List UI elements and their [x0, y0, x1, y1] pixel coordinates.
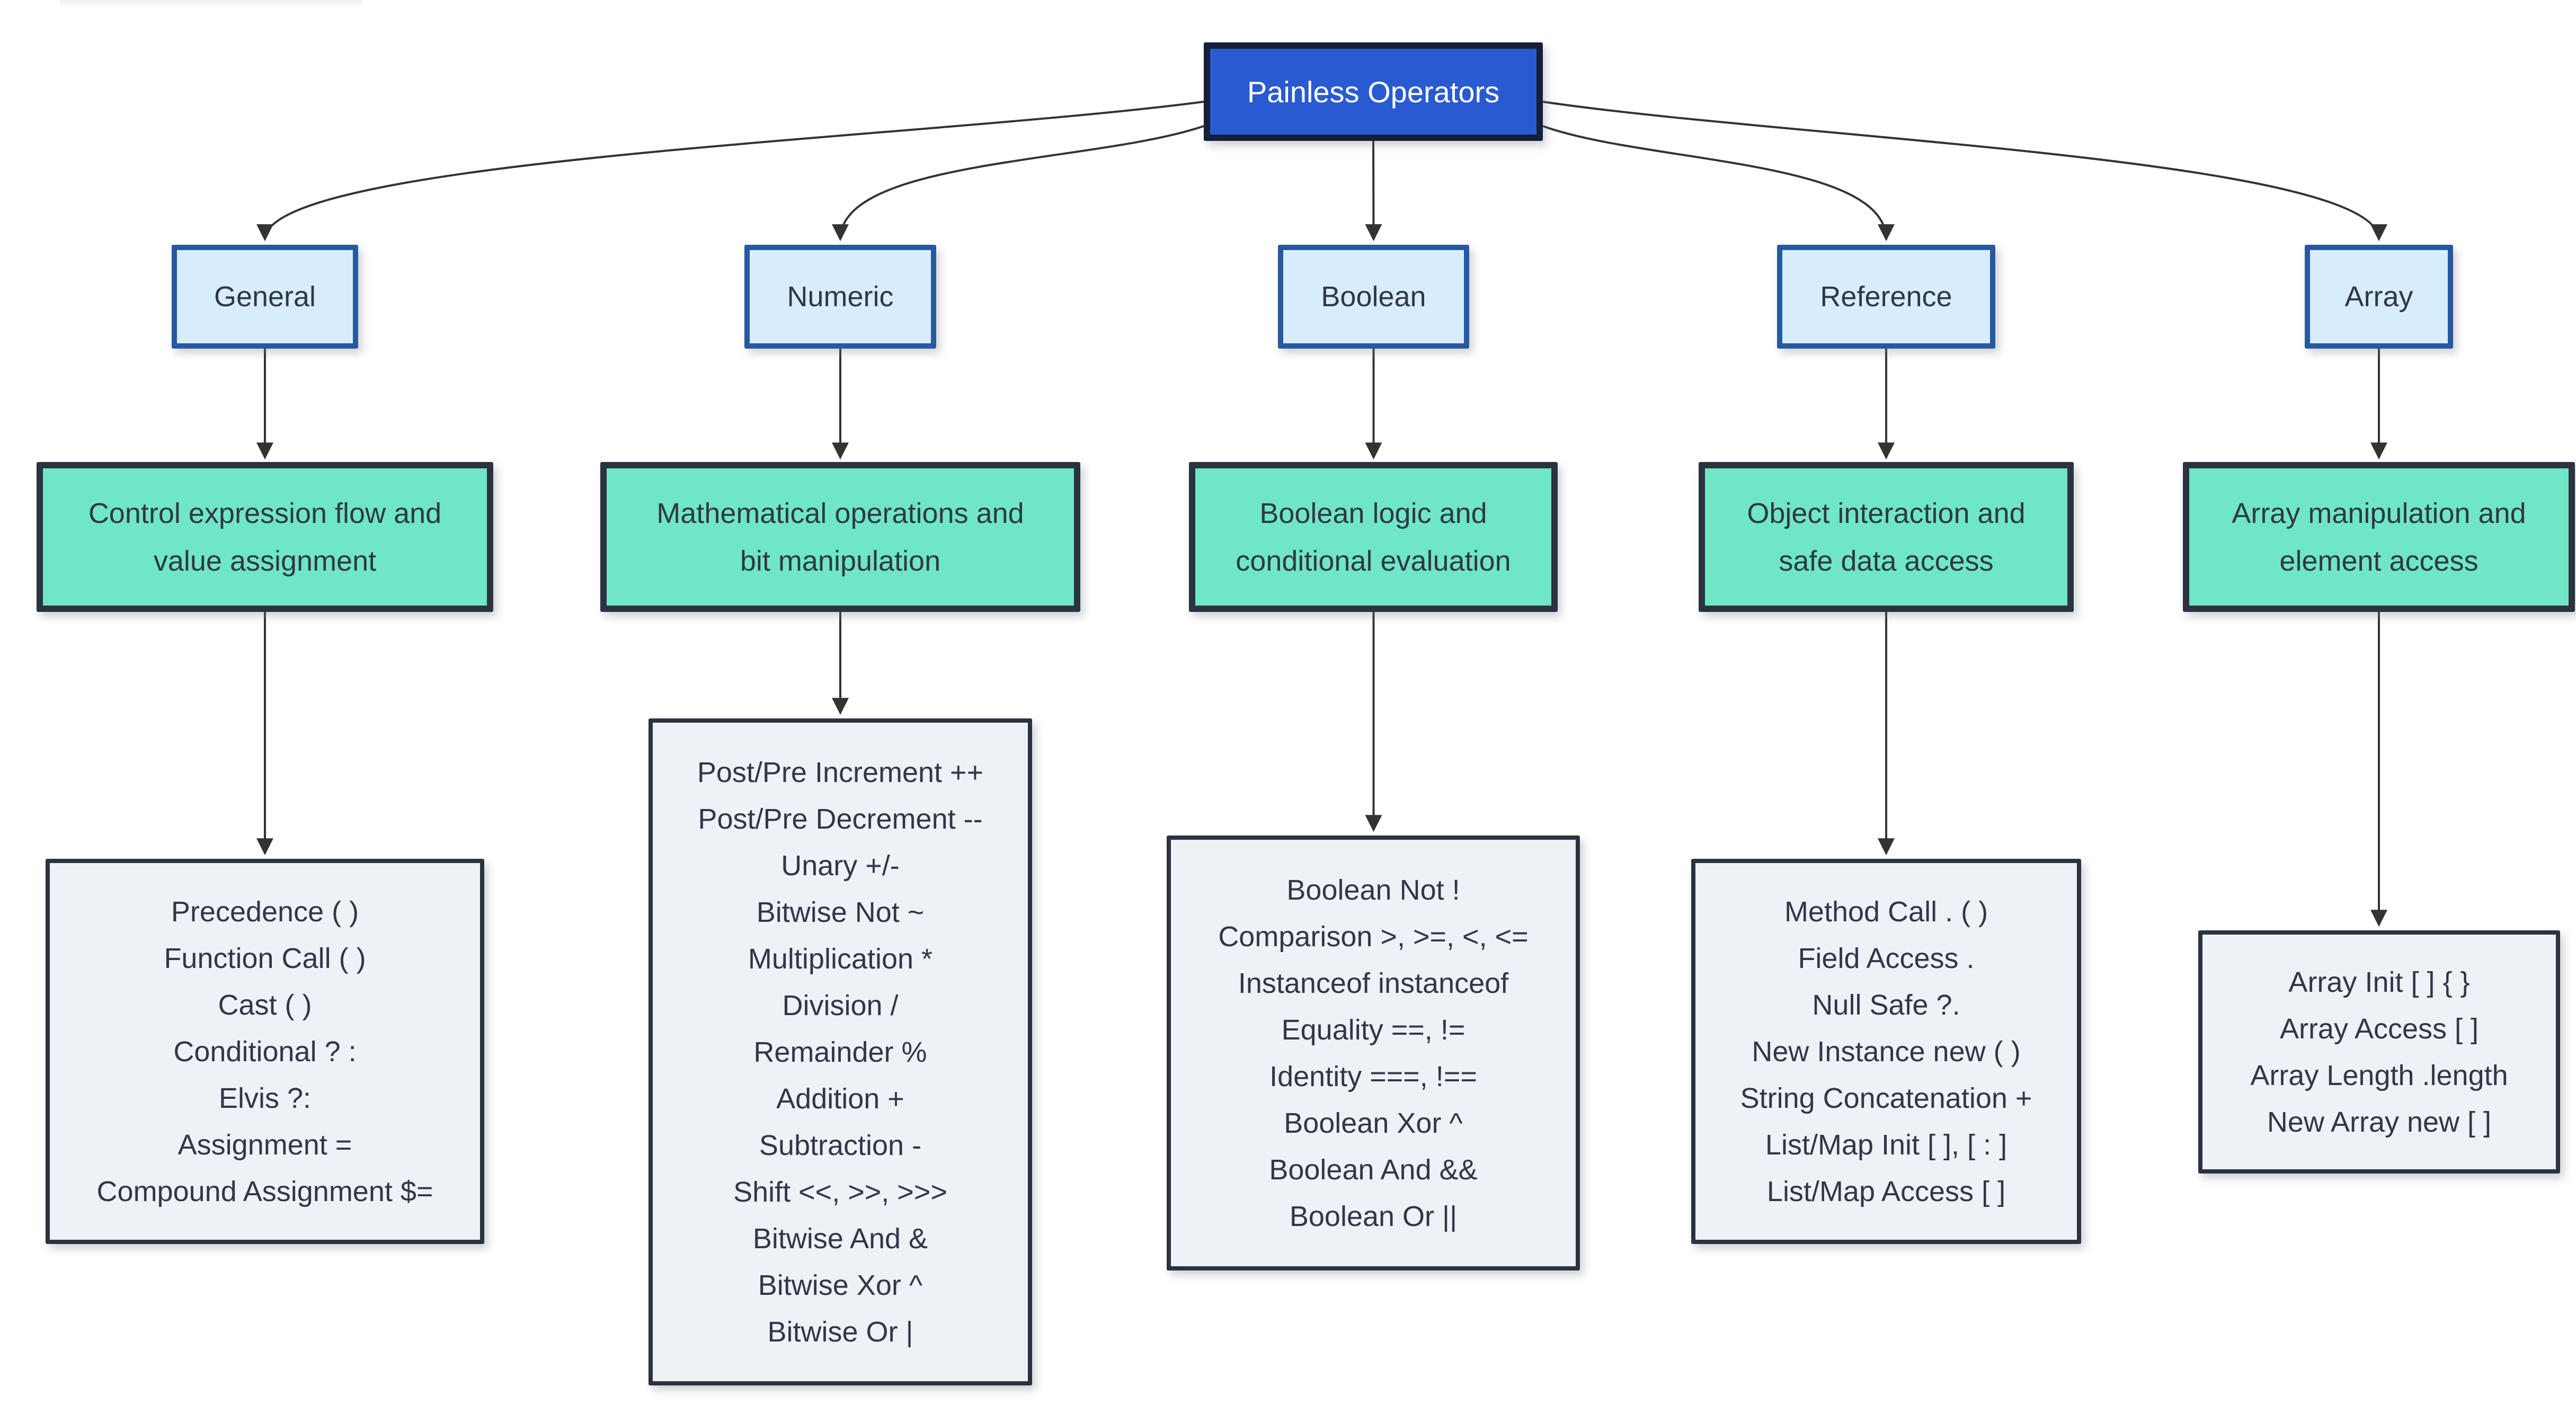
operator-line: Multiplication *	[748, 943, 933, 975]
cropped-toolbar-shadow	[59, 0, 362, 6]
operator-line: String Concatenation +	[1740, 1082, 2032, 1114]
operators-node: Array Init [ ] { } Array Access [ ] Array …	[2198, 930, 2560, 1174]
operator-line: Comparison >, >=, <, <=	[1218, 920, 1529, 953]
operator-line: Field Access .	[1798, 942, 1975, 974]
operator-line: Assignment =	[177, 1128, 352, 1161]
operators-node: Post/Pre Increment ++ Post/Pre Decrement …	[649, 718, 1032, 1385]
summary-line: element access	[2279, 545, 2479, 577]
operator-line: Instanceof instanceof	[1238, 967, 1509, 999]
category-node: Array	[2305, 245, 2453, 349]
summary-line: bit manipulation	[740, 545, 941, 577]
operator-line: Remainder %	[753, 1036, 927, 1068]
edge-arrow	[1542, 125, 1895, 242]
category-label: Boolean	[1321, 281, 1426, 313]
category-label: Array	[2344, 281, 2413, 313]
edge-arrow	[256, 101, 1204, 242]
summary-line: Object interaction and	[1747, 497, 2026, 529]
summary-line: Mathematical operations and	[656, 497, 1024, 529]
operator-line: Function Call ( )	[164, 942, 366, 974]
operator-line: New Instance new ( )	[1752, 1035, 2021, 1068]
operator-line: Equality ==, !=	[1281, 1014, 1465, 1046]
operator-line: Bitwise Xor ^	[758, 1269, 923, 1301]
summary-line: Array manipulation and	[2232, 497, 2526, 529]
operator-line: Conditional ? :	[173, 1035, 357, 1068]
operator-line: Array Length .length	[2250, 1059, 2508, 1091]
operator-line: Unary +/-	[781, 849, 900, 882]
operator-line: Identity ===, !==	[1269, 1060, 1477, 1092]
operator-line: Boolean Or ||	[1289, 1200, 1458, 1232]
operator-line: Bitwise Or |	[767, 1316, 913, 1348]
operator-line: List/Map Access [ ]	[1766, 1175, 2006, 1207]
operator-line: Boolean And &&	[1269, 1153, 1478, 1186]
operator-line: Elvis ?:	[218, 1082, 312, 1114]
operator-line: Bitwise And &	[752, 1222, 928, 1255]
category-node: Reference	[1777, 245, 1995, 349]
operator-line: Cast ( )	[218, 989, 312, 1021]
operator-line: Compound Assignment $=	[96, 1175, 433, 1207]
summary-line: Boolean logic and	[1259, 497, 1487, 529]
operator-line: List/Map Init [ ], [ : ]	[1765, 1128, 2007, 1161]
summary-node: Mathematical operations and bit manipulat…	[600, 462, 1080, 612]
category-node: Boolean	[1278, 245, 1469, 349]
root-label: Painless Operators	[1247, 75, 1500, 109]
summary-line: value assignment	[153, 545, 377, 577]
root-node: Painless Operators	[1204, 42, 1543, 141]
summary-node: Control expression flow and value assignm…	[37, 462, 493, 612]
operator-line: Method Call . ( )	[1784, 895, 1988, 928]
category-label: General	[214, 281, 316, 313]
operator-line: Subtraction -	[759, 1129, 922, 1161]
edge-arrow	[1365, 140, 1382, 242]
operators-node: Method Call . ( ) Field Access . Null Safe…	[1691, 859, 2081, 1244]
summary-node: Array manipulation and element access	[2183, 462, 2575, 612]
operator-line: Precedence ( )	[171, 895, 359, 928]
summary-line: conditional evaluation	[1236, 545, 1511, 577]
category-node: Numeric	[744, 245, 936, 349]
operator-line: New Array new [ ]	[2267, 1106, 2492, 1138]
operator-line: Array Access [ ]	[2279, 1012, 2479, 1045]
operator-line: Boolean Not !	[1286, 874, 1460, 906]
edge-arrow	[832, 125, 1204, 242]
summary-line: Control expression flow and	[88, 497, 442, 529]
operators-node: Precedence ( ) Function Call ( ) Cast ( ) C…	[46, 859, 484, 1244]
operator-line: Array Init [ ] { }	[2288, 966, 2470, 998]
category-label: Reference	[1820, 281, 1952, 313]
operator-line: Division /	[782, 989, 899, 1021]
summary-node: Boolean logic and conditional evaluation	[1189, 462, 1558, 612]
category-label: Numeric	[787, 281, 894, 313]
operator-line: Null Safe ?.	[1812, 989, 1960, 1021]
operator-line: Post/Pre Increment ++	[697, 756, 984, 788]
edge-arrow	[1542, 101, 2387, 242]
operator-line: Addition +	[776, 1082, 904, 1115]
category-node: General	[172, 245, 358, 349]
operator-line: Shift <<, >>, >>>	[733, 1176, 947, 1208]
summary-node: Object interaction and safe data access	[1699, 462, 2074, 612]
summary-line: safe data access	[1779, 545, 1994, 577]
operator-line: Bitwise Not ~	[756, 896, 925, 928]
operator-line: Post/Pre Decrement --	[698, 803, 983, 835]
operators-node: Boolean Not ! Comparison >, >=, <, <= Inst…	[1167, 836, 1580, 1270]
operator-line: Boolean Xor ^	[1284, 1107, 1463, 1139]
